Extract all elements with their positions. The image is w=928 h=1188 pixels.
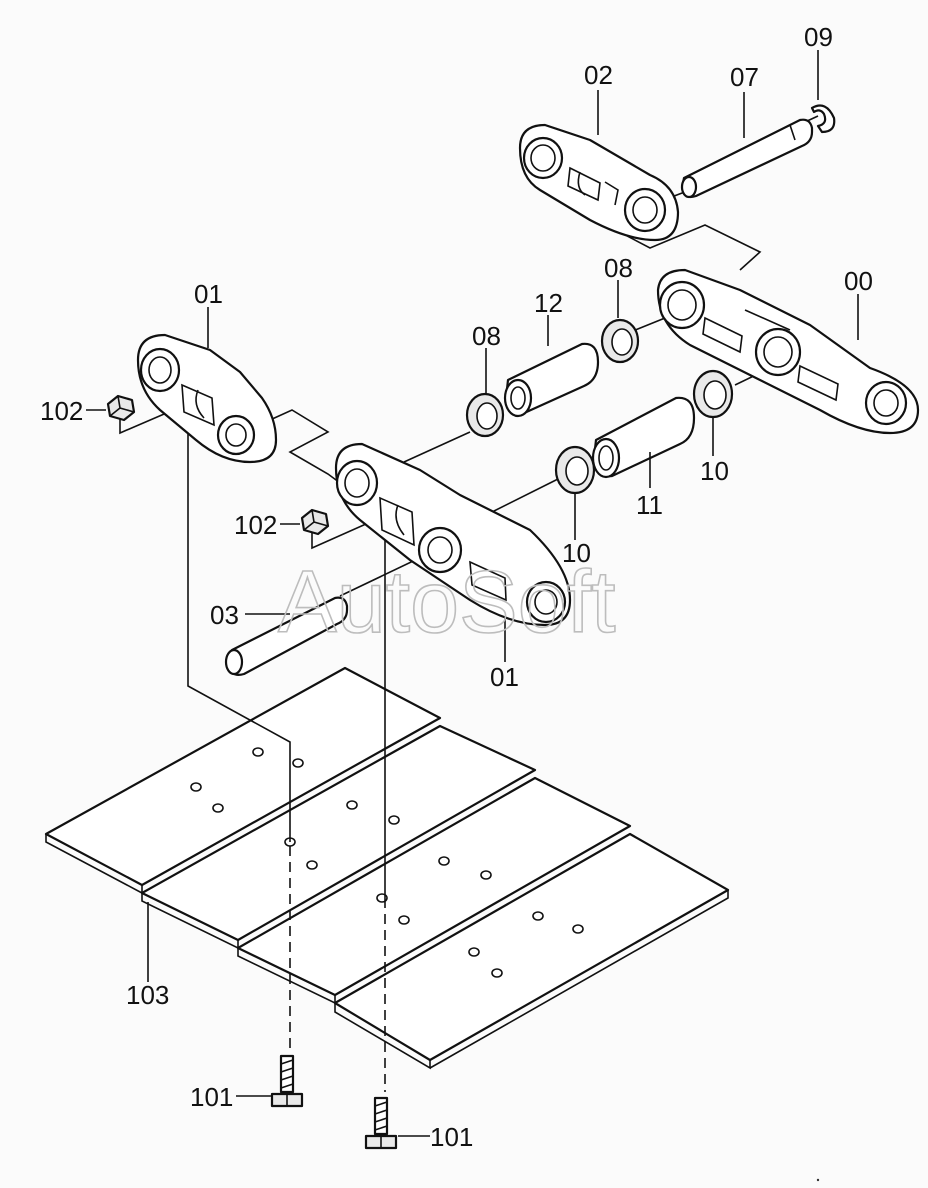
label-101-right: 101	[430, 1122, 473, 1152]
label-102-middle: 102	[234, 510, 277, 540]
master-pin-07	[680, 118, 814, 199]
seal-08-left	[465, 392, 505, 438]
track-shoe-plate-1	[44, 666, 442, 887]
track-shoe-plate-2	[140, 724, 537, 942]
label-11: 11	[636, 490, 663, 520]
label-03: 03	[210, 600, 239, 630]
track-link-00	[656, 268, 920, 435]
stray-dot	[816, 1178, 820, 1182]
shoe-bolt-holes	[190, 747, 584, 978]
label-103: 103	[126, 980, 169, 1010]
seal-10-right	[692, 369, 734, 419]
label-08-right: 08	[604, 253, 633, 283]
label-10-right: 10	[700, 456, 729, 486]
seal-10-left	[554, 445, 596, 495]
label-08-left: 08	[472, 321, 501, 351]
label-01-lower: 01	[490, 662, 519, 692]
track-pin-03	[224, 596, 349, 676]
label-01-upper: 01	[194, 279, 223, 309]
bolt-101-right	[364, 1096, 398, 1150]
label-07: 07	[730, 62, 759, 92]
seal-08-right	[600, 318, 640, 364]
track-link-02	[518, 123, 680, 242]
label-10-left: 10	[562, 538, 591, 568]
bushing-11	[591, 396, 696, 479]
bolt-101-left	[270, 1054, 304, 1108]
label-102-upper: 102	[40, 396, 83, 426]
nut-102-upper	[106, 394, 136, 422]
track-shoe-plate-3	[236, 776, 632, 997]
track-shoe-assembly	[44, 666, 730, 1070]
track-link-01-upper	[136, 333, 278, 464]
nut-102-middle	[300, 508, 330, 536]
watermark-text: AutoSoft	[278, 552, 616, 651]
label-12: 12	[534, 288, 563, 318]
bushing-12	[503, 342, 600, 418]
track-link-01-lower	[334, 442, 572, 627]
label-02: 02	[584, 60, 613, 90]
leader-lines	[86, 50, 859, 1137]
part-labels: 02 07 09 01 00 12 08 08 102 102 10 11 10…	[40, 22, 873, 1152]
label-09: 09	[804, 22, 833, 52]
label-00: 00	[844, 266, 873, 296]
label-101-left: 101	[190, 1082, 233, 1112]
circlip-09	[810, 104, 836, 134]
